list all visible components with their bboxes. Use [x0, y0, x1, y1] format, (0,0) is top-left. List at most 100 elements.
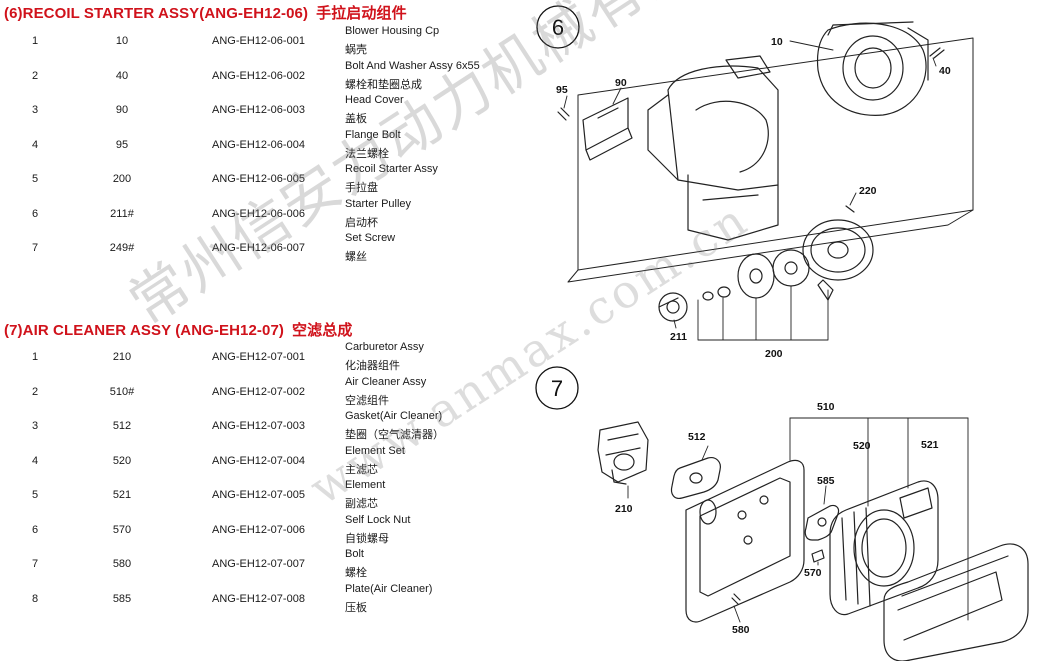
part-name-en: Element Set [345, 444, 405, 457]
part-code: ANG-EH12-06-003 [212, 104, 305, 116]
part-code: ANG-EH12-06-006 [212, 207, 305, 220]
callout-200: 200 [765, 348, 783, 360]
bolt-580-drawing [731, 593, 741, 605]
callout-570: 570 [804, 567, 822, 579]
part-code: ANG-EH12-06-004 [212, 138, 305, 151]
section-7-title-en: (7)AIR CLEANER ASSY (ANG-EH12-07) [4, 322, 285, 339]
diagram-6-panel [577, 37, 974, 271]
part-code: ANG-EH12-06-007 [212, 242, 305, 254]
head-cover-drawing [582, 97, 633, 161]
part-code: ANG-EH12-06-005 [212, 173, 305, 185]
part-number: 3 [31, 104, 39, 116]
callout-521: 521 [921, 439, 939, 451]
carburetor-drawing [597, 421, 649, 485]
part-name-zh: 螺丝 [345, 251, 367, 263]
part-name-zh: 空滤组件 [345, 394, 389, 407]
callout-10: 10 [771, 36, 783, 48]
blower-housing-drawing [816, 21, 929, 116]
diagram-6: 6 [536, 5, 974, 360]
part-name-en: Set Screw [345, 232, 396, 244]
part-name-zh: 启动杯 [345, 216, 378, 229]
part-ref: 521 [112, 489, 132, 501]
part-ref: 520 [112, 454, 132, 467]
part-ref: 200 [112, 173, 132, 185]
nut-570-drawing [811, 549, 825, 563]
exploded-diagrams: 6 [535, 5, 1029, 661]
part-name-zh: 副滤芯 [345, 498, 378, 510]
part-name-zh: 盖板 [345, 113, 367, 125]
part-name-zh: 化油器组件 [345, 360, 400, 372]
starter-pulley-drawing [658, 292, 688, 322]
part-name-en: Recoil Starter Assy [345, 163, 438, 175]
part-ref: 585 [112, 592, 132, 605]
part-ref: 512 [112, 420, 132, 432]
section-7-title-zh: 空滤总成 [292, 322, 353, 339]
part-name-en: Starter Pulley [345, 197, 412, 210]
part-ref: 249# [109, 242, 135, 254]
bolt-95-drawing [557, 107, 570, 121]
part-code: ANG-EH12-07-004 [212, 454, 305, 467]
part-code: ANG-EH12-07-003 [212, 420, 305, 432]
part-name-zh: 主滤芯 [345, 463, 378, 476]
callout-512: 512 [688, 431, 706, 443]
part-name-zh: 螺栓和垫圈总成 [345, 78, 422, 91]
callout-520: 520 [853, 440, 871, 452]
part-ref: 210 [112, 351, 132, 363]
diagram-7-leader-lines [627, 417, 969, 623]
part-name-zh: 垫圈（空气滤清器） [345, 429, 444, 441]
part-row: 6 211# ANG-EH12-06-006 Starter Pulley 启动杯 [0, 197, 520, 232]
diagram-6-badge: 6 [552, 15, 564, 40]
part-ref: 211# [110, 207, 134, 220]
part-code: ANG-EH12-07-008 [212, 592, 305, 605]
part-name-zh: 手拉盘 [345, 182, 378, 194]
part-number: 6 [31, 207, 39, 220]
recoil-starter-drawing [702, 219, 874, 301]
part-code: ANG-EH12-07-007 [212, 558, 305, 570]
part-ref: 90 [115, 104, 129, 116]
part-name-zh: 自锁螺母 [345, 532, 389, 545]
section-6-title: (6)RECOIL STARTER ASSY(ANG-EH12-06)手拉启动组… [4, 2, 407, 23]
air-cleaner-base-drawing [685, 459, 805, 623]
callout-585: 585 [817, 475, 835, 487]
part-name-zh: 螺栓 [345, 567, 367, 579]
callout-90: 90 [615, 77, 627, 89]
plate-585-drawing [804, 504, 840, 541]
diagram-7: 7 [535, 366, 1029, 661]
part-ref: 95 [115, 138, 129, 151]
part-name-zh: 压板 [345, 601, 367, 614]
part-name-en: Self Lock Nut [345, 513, 411, 526]
part-name-en: Gasket(Air Cleaner) [345, 410, 443, 422]
engine-block-drawing [647, 55, 779, 241]
part-number: 2 [31, 69, 39, 82]
diagram-7-badge: 7 [551, 376, 563, 401]
part-name-zh: 法兰螺栓 [345, 147, 389, 160]
callout-220: 220 [859, 185, 877, 197]
bolt-40-drawing [929, 47, 945, 59]
diagram-7-callouts: 510 512 520 521 585 210 570 580 [615, 401, 939, 636]
part-name-en: Carburetor Assy [345, 341, 424, 353]
part-name-en: Flange Bolt [345, 128, 401, 141]
part-ref: 510# [109, 385, 135, 398]
part-number: 2 [31, 385, 39, 398]
part-ref: 10 [115, 35, 129, 47]
diagram-6-callouts: 10 40 95 90 220 211 200 [556, 36, 951, 360]
part-ref: 570 [112, 523, 132, 536]
part-number: 7 [31, 558, 39, 570]
callout-510: 510 [817, 401, 835, 413]
gasket-drawing [670, 457, 721, 499]
part-name-en: Element [345, 479, 386, 491]
part-name-en: Plate(Air Cleaner) [345, 582, 433, 595]
diagram-6-leader-lines [563, 40, 937, 341]
